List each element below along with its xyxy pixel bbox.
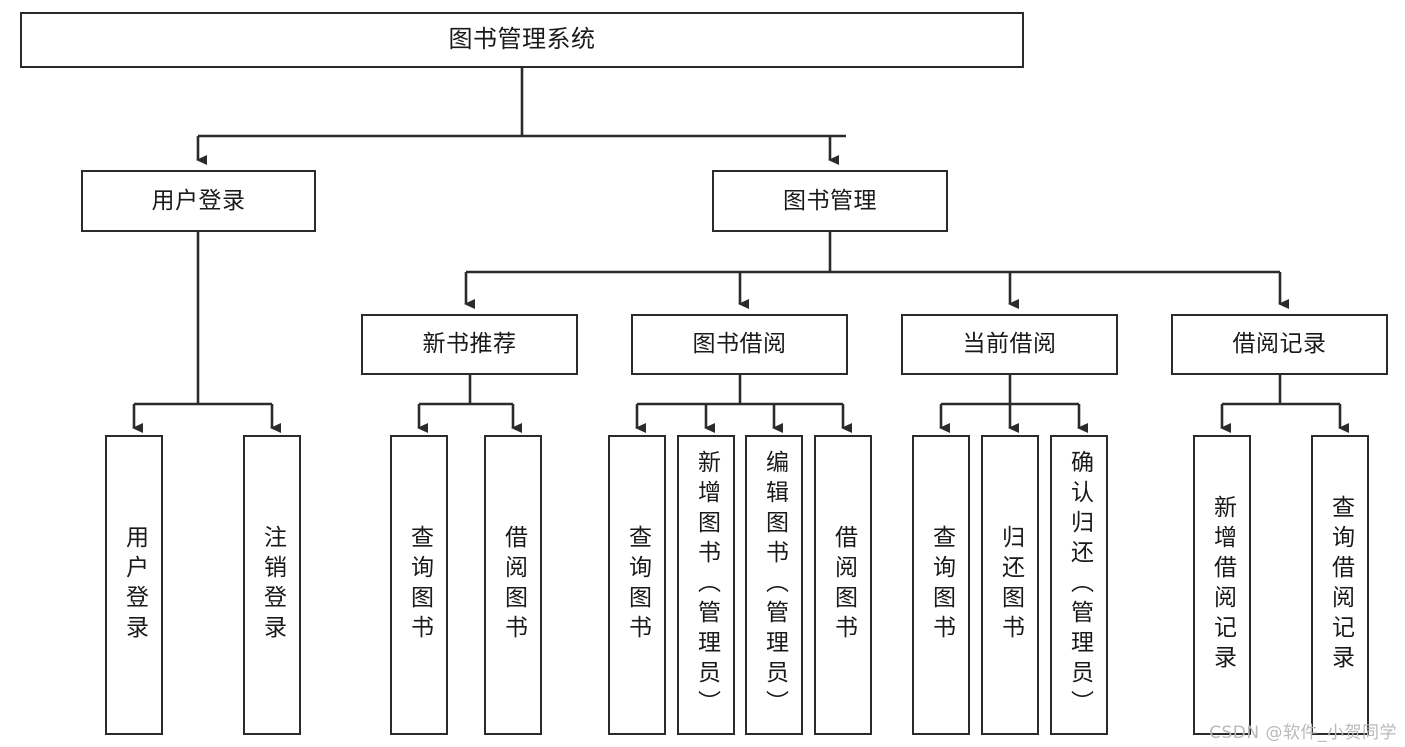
node-label: 新增图书（管理员） xyxy=(693,450,720,720)
node-leaf-add-book-admin[interactable]: 新增图书（管理员） xyxy=(677,435,735,735)
node-leaf-edit-book-admin[interactable]: 编辑图书（管理员） xyxy=(745,435,803,735)
watermark: CSDN @软件_小贺同学 xyxy=(1209,723,1397,743)
node-current-borrowing[interactable]: 当前借阅 xyxy=(901,314,1118,375)
node-leaf-query-borrow-record[interactable]: 查询借阅记录 xyxy=(1311,435,1369,735)
node-leaf-borrow-book-new[interactable]: 借阅图书 xyxy=(484,435,542,735)
node-label: 查询图书 xyxy=(624,525,651,645)
node-root-book-management-system[interactable]: 图书管理系统 xyxy=(20,12,1024,68)
node-leaf-borrow-book[interactable]: 借阅图书 xyxy=(814,435,872,735)
node-label: 借阅图书 xyxy=(500,525,527,645)
node-leaf-confirm-return-admin[interactable]: 确认归还（管理员） xyxy=(1050,435,1108,735)
node-label: 图书借阅 xyxy=(692,331,787,358)
node-label: 确认归还（管理员） xyxy=(1066,450,1093,720)
node-label: 当前借阅 xyxy=(962,331,1057,358)
node-label: 用户登录 xyxy=(151,187,246,214)
node-label: 查询图书 xyxy=(406,525,433,645)
node-label: 图书管理系统 xyxy=(448,25,596,54)
node-leaf-user-login[interactable]: 用户登录 xyxy=(105,435,163,735)
node-label: 归还图书 xyxy=(997,525,1024,645)
node-label: 编辑图书（管理员） xyxy=(761,450,788,720)
node-leaf-query-book-new[interactable]: 查询图书 xyxy=(390,435,448,735)
node-label: 借阅记录 xyxy=(1232,331,1327,358)
node-borrowing-records[interactable]: 借阅记录 xyxy=(1171,314,1388,375)
node-leaf-logout[interactable]: 注销登录 xyxy=(243,435,301,735)
node-user-login[interactable]: 用户登录 xyxy=(81,170,316,232)
node-label: 借阅图书 xyxy=(830,525,857,645)
node-new-book-recommendation[interactable]: 新书推荐 xyxy=(361,314,578,375)
node-label: 注销登录 xyxy=(259,525,286,645)
node-label: 查询图书 xyxy=(928,525,955,645)
node-book-management[interactable]: 图书管理 xyxy=(712,170,948,232)
node-label: 图书管理 xyxy=(783,187,877,214)
node-leaf-query-book-current[interactable]: 查询图书 xyxy=(912,435,970,735)
node-label: 新增借阅记录 xyxy=(1209,495,1236,675)
node-book-borrowing[interactable]: 图书借阅 xyxy=(631,314,848,375)
node-label: 新书推荐 xyxy=(422,331,517,358)
node-leaf-add-borrow-record[interactable]: 新增借阅记录 xyxy=(1193,435,1251,735)
node-label: 查询借阅记录 xyxy=(1327,495,1354,675)
node-label: 用户登录 xyxy=(121,525,148,645)
node-leaf-return-book[interactable]: 归还图书 xyxy=(981,435,1039,735)
node-leaf-query-book-borrow[interactable]: 查询图书 xyxy=(608,435,666,735)
